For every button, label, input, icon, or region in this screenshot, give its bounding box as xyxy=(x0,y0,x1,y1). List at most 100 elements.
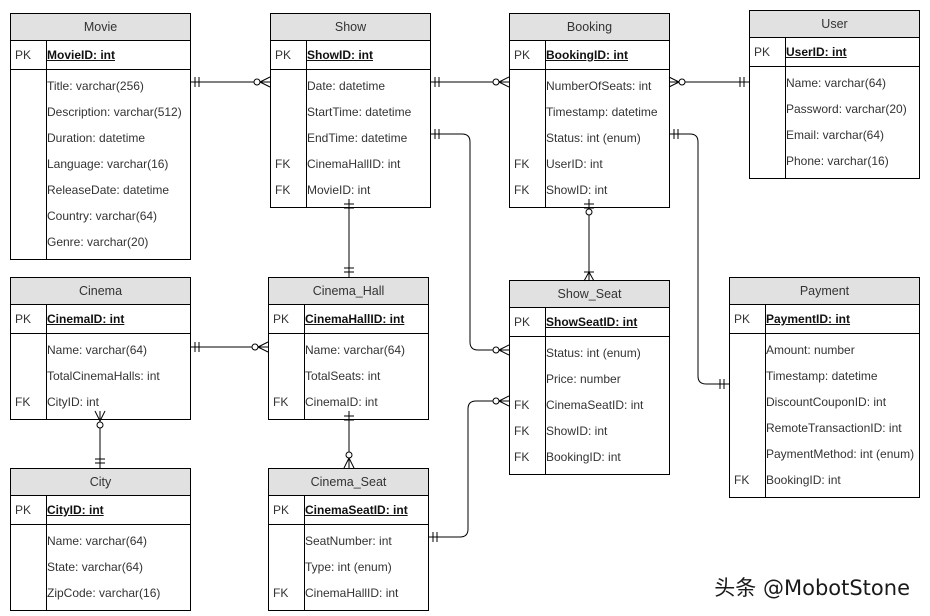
key-column-divider xyxy=(750,67,786,178)
key-marker: PK xyxy=(514,48,531,62)
key-column-divider xyxy=(730,334,766,497)
field-name: MovieID: int xyxy=(307,183,371,197)
field-name: Country: varchar(64) xyxy=(47,209,158,223)
field-list: Title: varchar(256)Description: varchar(… xyxy=(11,70,190,259)
field-name: Type: int (enum) xyxy=(305,560,392,574)
field-row: Status: int (enum) xyxy=(510,125,669,151)
field-row: Type: int (enum) xyxy=(269,554,428,580)
field-name: Password: varchar(20) xyxy=(786,102,907,116)
field-name: CinemaHallID: int xyxy=(305,586,399,600)
field-row: FK CinemaSeatID: int xyxy=(510,392,669,418)
field-name: Date: datetime xyxy=(307,79,386,93)
key-marker: FK xyxy=(273,395,289,409)
field-row: Timestamp: datetime xyxy=(510,99,669,125)
entity-title: Cinema_Hall xyxy=(269,278,428,305)
key-column-divider xyxy=(11,334,47,419)
field-row: Price: number xyxy=(510,366,669,392)
field-name: TotalCinemaHalls: int xyxy=(47,369,160,383)
field-name: Amount: number xyxy=(766,343,855,357)
field-row: Description: varchar(512) xyxy=(11,99,190,125)
key-column-divider xyxy=(750,38,786,66)
field-name: NumberOfSeats: int xyxy=(546,79,652,93)
key-column-divider xyxy=(730,305,766,333)
field-row: Duration: datetime xyxy=(11,125,190,151)
field-name: State: varchar(64) xyxy=(47,560,144,574)
field-row: FK CinemaID: int xyxy=(269,389,428,415)
field-name: TotalSeats: int xyxy=(305,369,381,383)
entity-title: Cinema_Seat xyxy=(269,469,428,496)
key-marker: FK xyxy=(514,424,530,438)
primary-key-field: CityID: int xyxy=(47,503,104,517)
field-row: TotalCinemaHalls: int xyxy=(11,363,190,389)
field-name: DiscountCouponID: int xyxy=(766,395,887,409)
entity-title: Cinema xyxy=(11,278,190,305)
field-name: CinemaHallID: int xyxy=(307,157,401,171)
field-row: Email: varchar(64) xyxy=(750,122,919,148)
field-row: SeatNumber: int xyxy=(269,528,428,554)
field-name: PaymentMethod: int (enum) xyxy=(766,447,915,461)
primary-key-field: PaymentID: int xyxy=(766,312,851,326)
field-list: Name: varchar(64) Password: varchar(20) Em… xyxy=(750,67,919,178)
entity-title: Show_Seat xyxy=(510,281,669,308)
field-name: ZipCode: varchar(16) xyxy=(47,586,161,600)
key-column-divider xyxy=(510,41,546,69)
field-name: CinemaID: int xyxy=(305,395,378,409)
field-row: Name: varchar(64) xyxy=(750,70,919,96)
field-row: NumberOfSeats: int xyxy=(510,73,669,99)
key-marker: FK xyxy=(514,398,530,412)
key-column-divider xyxy=(11,525,47,610)
field-row: State: varchar(64) xyxy=(11,554,190,580)
entity-title: Movie xyxy=(11,14,190,41)
key-marker: FK xyxy=(514,450,530,464)
primary-key-field: ShowID: int xyxy=(307,48,373,62)
field-name: Timestamp: datetime xyxy=(546,105,658,119)
field-name: ReleaseDate: datetime xyxy=(47,183,170,197)
key-marker: PK xyxy=(15,48,32,62)
field-row: Genre: varchar(20) xyxy=(11,229,190,255)
entity-title: City xyxy=(11,469,190,496)
entity-title: Booking xyxy=(510,14,669,41)
field-name: Duration: datetime xyxy=(47,131,146,145)
key-column-divider xyxy=(510,308,546,336)
field-name: Status: int (enum) xyxy=(546,131,641,145)
field-name: CinemaSeatID: int xyxy=(546,398,644,412)
key-column-divider xyxy=(271,70,307,207)
field-name: Genre: varchar(20) xyxy=(47,235,149,249)
field-row: RemoteTransactionID: int xyxy=(730,415,919,441)
key-column-divider xyxy=(11,496,47,524)
field-name: UserID: int xyxy=(546,157,603,171)
field-name: StartTime: datetime xyxy=(307,105,412,119)
field-row: Name: varchar(64) xyxy=(11,528,190,554)
field-row: Name: varchar(64) xyxy=(11,337,190,363)
field-name: EndTime: datetime xyxy=(307,131,408,145)
key-marker: FK xyxy=(514,183,530,197)
field-row: Date: datetime xyxy=(271,73,430,99)
